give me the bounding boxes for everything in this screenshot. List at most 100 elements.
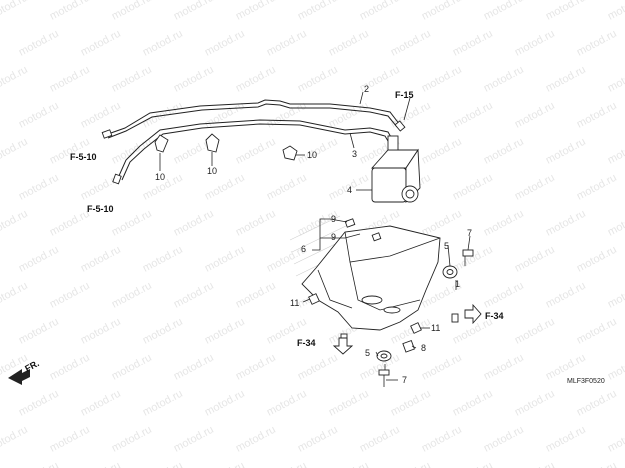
watermark-text: motod.ru [0, 424, 30, 455]
pipe-clamp [282, 145, 298, 161]
clip [451, 313, 459, 323]
watermark-text: motod.ru [451, 388, 495, 419]
watermark-text: motod.ru [203, 388, 247, 419]
watermark-text: motod.ru [172, 64, 216, 95]
watermark-text: motod.ru [389, 388, 433, 419]
watermark-text: motod.ru [172, 352, 216, 383]
watermark-text: motod.ru [0, 280, 30, 311]
watermark-text: motod.ru [234, 208, 278, 239]
watermark-text: motod.ru [17, 244, 61, 275]
watermark-text: motod.ru [575, 244, 619, 275]
watermark-text: motod.ru [141, 28, 185, 59]
watermark-text: motod.ru [482, 280, 526, 311]
watermark-text: motod.ru [575, 460, 619, 468]
watermark-text: motod.ru [513, 316, 557, 347]
watermark-text: motod.ru [544, 424, 588, 455]
watermark-text: motod.ru [17, 460, 61, 468]
watermark-text: motod.ru [141, 316, 185, 347]
brake-pipe-lower [117, 119, 396, 181]
part-label-8: 8 [421, 343, 426, 353]
watermark-text: motod.ru [420, 424, 464, 455]
watermark-text: motod.ru [17, 100, 61, 131]
watermark-text: motod.ru [172, 208, 216, 239]
part-label-10: 10 [207, 166, 217, 176]
watermark-text: motod.ru [544, 64, 588, 95]
watermark-text: motod.ru [172, 280, 216, 311]
watermark-text: motod.ru [606, 64, 625, 95]
watermark-text: motod.ru [420, 208, 464, 239]
watermark-text: motod.ru [575, 100, 619, 131]
watermark-text: motod.ru [513, 244, 557, 275]
watermark-text: motod.ru [234, 424, 278, 455]
watermark-text: motod.ru [172, 0, 216, 23]
watermark-text: motod.ru [17, 28, 61, 59]
front-arrow [8, 369, 30, 385]
watermark-text: motod.ru [482, 0, 526, 23]
part-label-4: 4 [347, 185, 352, 195]
watermark-text: motod.ru [203, 244, 247, 275]
watermark-text: motod.ru [513, 28, 557, 59]
grommet [442, 265, 458, 279]
pipe-fitting [101, 129, 113, 139]
watermark-text: motod.ru [296, 0, 340, 23]
part-label-9: 9 [331, 232, 336, 242]
ref-arrow-right [464, 303, 482, 325]
watermark-text: motod.ru [110, 64, 154, 95]
ref-label-f510: F-5-10 [87, 204, 114, 214]
watermark-text: motod.ru [482, 64, 526, 95]
part-label-2: 2 [364, 84, 369, 94]
watermark-text: motod.ru [451, 460, 495, 468]
abs-bracket [301, 225, 441, 331]
watermark-text: motod.ru [389, 28, 433, 59]
part-label-5: 5 [444, 241, 449, 251]
part-label-10: 10 [155, 172, 165, 182]
watermark-text: motod.ru [234, 64, 278, 95]
watermark-text: motod.ru [482, 208, 526, 239]
watermark-text: motod.ru [606, 208, 625, 239]
watermark-text: motod.ru [0, 64, 30, 95]
watermark-text: motod.ru [234, 136, 278, 167]
ref-label-f34: F-34 [297, 338, 316, 348]
watermark-text: motod.ru [606, 280, 625, 311]
watermark-text: motod.ru [110, 208, 154, 239]
watermark-text: motod.ru [48, 208, 92, 239]
watermark-text: motod.ru [544, 0, 588, 23]
watermark-text: motod.ru [296, 352, 340, 383]
watermark-text: motod.ru [48, 64, 92, 95]
watermark-text: motod.ru [0, 208, 30, 239]
watermark-text: motod.ru [575, 388, 619, 419]
watermark-text: motod.ru [451, 100, 495, 131]
watermark-text: motod.ru [513, 172, 557, 203]
watermark-text: motod.ru [48, 0, 92, 23]
part-label-11: 11 [290, 298, 299, 308]
cushion-part [344, 218, 356, 228]
watermark-text: motod.ru [327, 28, 371, 59]
abs-modulator [370, 135, 421, 204]
watermark-text: motod.ru [110, 424, 154, 455]
watermark-text: motod.ru [606, 424, 625, 455]
watermark-text: motod.ru [110, 352, 154, 383]
part-label-5: 5 [365, 348, 370, 358]
watermark-text: motod.ru [79, 388, 123, 419]
watermark-text: motod.ru [420, 0, 464, 23]
watermark-text: motod.ru [575, 28, 619, 59]
pipe-clamp [205, 133, 220, 153]
watermark-text: motod.ru [544, 136, 588, 167]
watermark-text: motod.ru [203, 316, 247, 347]
watermark-text: motod.ru [575, 172, 619, 203]
nut [308, 293, 320, 305]
watermark-text: motod.ru [265, 172, 309, 203]
watermark-text: motod.ru [296, 64, 340, 95]
part-label-7: 7 [467, 228, 472, 238]
watermark-text: motod.ru [17, 316, 61, 347]
watermark-text: motod.ru [234, 0, 278, 23]
leader-lines [159, 91, 471, 381]
part-label-10: 10 [307, 150, 317, 160]
part-label-7: 7 [402, 375, 407, 385]
watermark-text: motod.ru [482, 136, 526, 167]
watermark-text: motod.ru [389, 100, 433, 131]
nut [410, 322, 422, 334]
watermark-text: motod.ru [513, 460, 557, 468]
